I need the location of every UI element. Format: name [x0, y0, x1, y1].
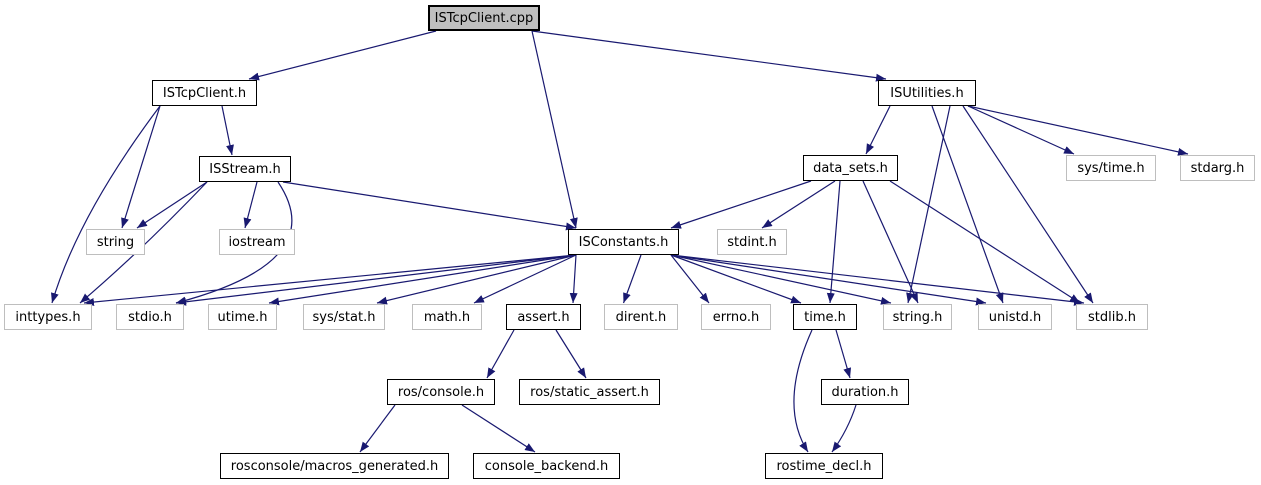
- node-ros-console-h[interactable]: ros/console.h: [387, 379, 495, 405]
- edge-duration-h-to-rostime-decl-h: [831, 404, 857, 453]
- node-time-h[interactable]: time.h: [793, 304, 857, 330]
- edge-istcpclient-h-to-isstream-h: [221, 105, 234, 156]
- node-assert-h[interactable]: assert.h: [506, 304, 581, 330]
- node-math-h[interactable]: math.h: [412, 304, 482, 330]
- node-stdlib-h[interactable]: stdlib.h: [1076, 304, 1148, 330]
- node-errno-h[interactable]: errno.h: [701, 304, 771, 330]
- node-isutilities-h[interactable]: ISUtilities.h: [878, 80, 976, 106]
- edge-isstream-h-to-iostream: [243, 181, 258, 229]
- node-stdarg-h[interactable]: stdarg.h: [1180, 155, 1255, 181]
- edge-isutilities-h-to-data-sets-h: [865, 105, 891, 155]
- node-utime-h[interactable]: utime.h: [208, 304, 277, 330]
- node-inttypes-h[interactable]: inttypes.h: [4, 304, 92, 330]
- node-data-sets-h[interactable]: data_sets.h: [803, 155, 898, 181]
- node-string-h[interactable]: string.h: [883, 304, 952, 330]
- edge-istcpclient-cpp-to-isconstants-h: [531, 30, 578, 229]
- edge-isutilities-h-to-unistd-h: [931, 105, 1004, 304]
- edge-time-h-to-duration-h: [835, 329, 852, 379]
- node-rostime-decl-h[interactable]: rostime_decl.h: [765, 453, 883, 479]
- edge-data-sets-h-to-stdlib-h: [889, 180, 1081, 304]
- node-rosconsole-macros-generated-h[interactable]: rosconsole/macros_generated.h: [220, 453, 449, 479]
- edge-istcpclient-cpp-to-isutilities-h: [531, 30, 887, 82]
- edge-time-h-to-rostime-decl-h: [793, 329, 813, 453]
- edge-isconstants-h-to-math-h: [473, 254, 577, 304]
- edge-istcpclient-h-to-inttypes-h: [51, 105, 161, 304]
- node-isstream-h[interactable]: ISStream.h: [199, 156, 291, 182]
- edge-isutilities-h-to-stdlib-h: [962, 105, 1094, 304]
- node-string[interactable]: string: [86, 229, 145, 255]
- edge-isconstants-h-to-time-h: [670, 254, 802, 304]
- edge-isconstants-h-to-stdlib-h: [670, 254, 1085, 306]
- edge-assert-h-to-ros-console-h: [486, 329, 515, 379]
- node-duration-h[interactable]: duration.h: [821, 379, 909, 405]
- node-istcpclient-cpp[interactable]: ISTcpClient.cpp: [428, 5, 540, 31]
- node-isconstants-h[interactable]: ISConstants.h: [568, 229, 679, 255]
- edge-isutilities-h-to-string-h: [906, 105, 951, 304]
- edge-isconstants-h-to-errno-h: [670, 254, 710, 304]
- edge-istcpclient-h-to-string: [121, 105, 161, 229]
- edge-isconstants-h-to-dirent-h: [622, 254, 642, 304]
- edge-isstream-h-to-isconstants-h: [282, 181, 577, 231]
- edge-assert-h-to-ros-static-assert-h: [555, 329, 587, 379]
- edge-ros-console-h-to-rosconsole-macros-generated-h: [359, 404, 396, 453]
- node-ros-static-assert-h[interactable]: ros/static_assert.h: [519, 379, 660, 405]
- node-istcpclient-h[interactable]: ISTcpClient.h: [152, 80, 257, 106]
- edge-data-sets-h-to-time-h: [826, 180, 841, 304]
- node-stdint-h[interactable]: stdint.h: [717, 229, 787, 255]
- node-stdio-h[interactable]: stdio.h: [116, 304, 184, 330]
- node-unistd-h[interactable]: unistd.h: [978, 304, 1052, 330]
- edge-istcpclient-cpp-to-istcpclient-h: [248, 30, 437, 81]
- edge-isconstants-h-to-unistd-h: [670, 254, 987, 306]
- edge-isconstants-h-to-utime-h: [268, 254, 577, 306]
- edge-isconstants-h-to-assert-h: [569, 254, 578, 304]
- edge-isutilities-h-to-stdarg-h: [967, 105, 1189, 156]
- edge-isstream-h-to-string: [136, 181, 208, 229]
- node-iostream[interactable]: iostream: [219, 229, 295, 255]
- edge-ros-console-h-to-console-backend-h: [461, 404, 536, 453]
- edge-isconstants-h-to-stdio-h: [175, 254, 577, 306]
- node-dirent-h[interactable]: dirent.h: [604, 304, 678, 330]
- edge-isconstants-h-to-sys-stat-h: [376, 254, 577, 305]
- edge-isutilities-h-to-sys-time-h: [967, 105, 1075, 155]
- edge-data-sets-h-to-isconstants-h: [670, 180, 812, 229]
- node-sys-stat-h[interactable]: sys/stat.h: [303, 304, 385, 330]
- node-console-backend-h[interactable]: console_backend.h: [473, 453, 620, 479]
- node-sys-time-h[interactable]: sys/time.h: [1066, 155, 1156, 181]
- edge-isconstants-h-to-inttypes-h: [83, 254, 577, 307]
- edge-isconstants-h-to-string-h: [670, 254, 892, 305]
- edge-data-sets-h-to-stdint-h: [761, 180, 836, 229]
